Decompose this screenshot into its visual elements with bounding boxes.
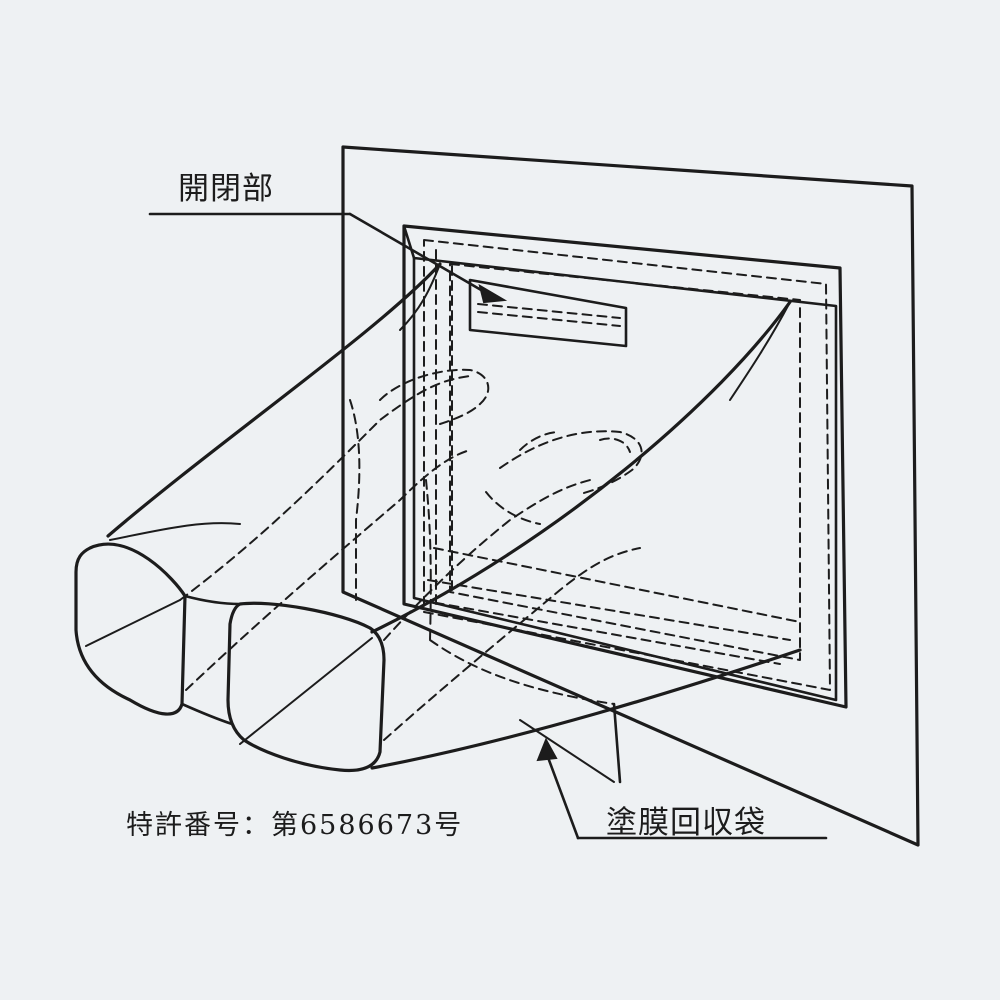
leader-opening xyxy=(148,212,508,304)
patent-number: 特許番号：第6586673号 xyxy=(126,810,464,841)
opening-slot xyxy=(468,278,628,348)
hidden-arms xyxy=(179,368,643,741)
leader-bag xyxy=(536,737,828,840)
recovery-bag xyxy=(106,262,802,784)
label-recovery-bag: 塗膜回収袋 xyxy=(606,805,766,841)
hidden-window-lines xyxy=(419,239,831,691)
label-opening-part: 開閉部 xyxy=(178,171,274,207)
glove-openings xyxy=(74,542,386,773)
wall-panel xyxy=(341,145,920,847)
